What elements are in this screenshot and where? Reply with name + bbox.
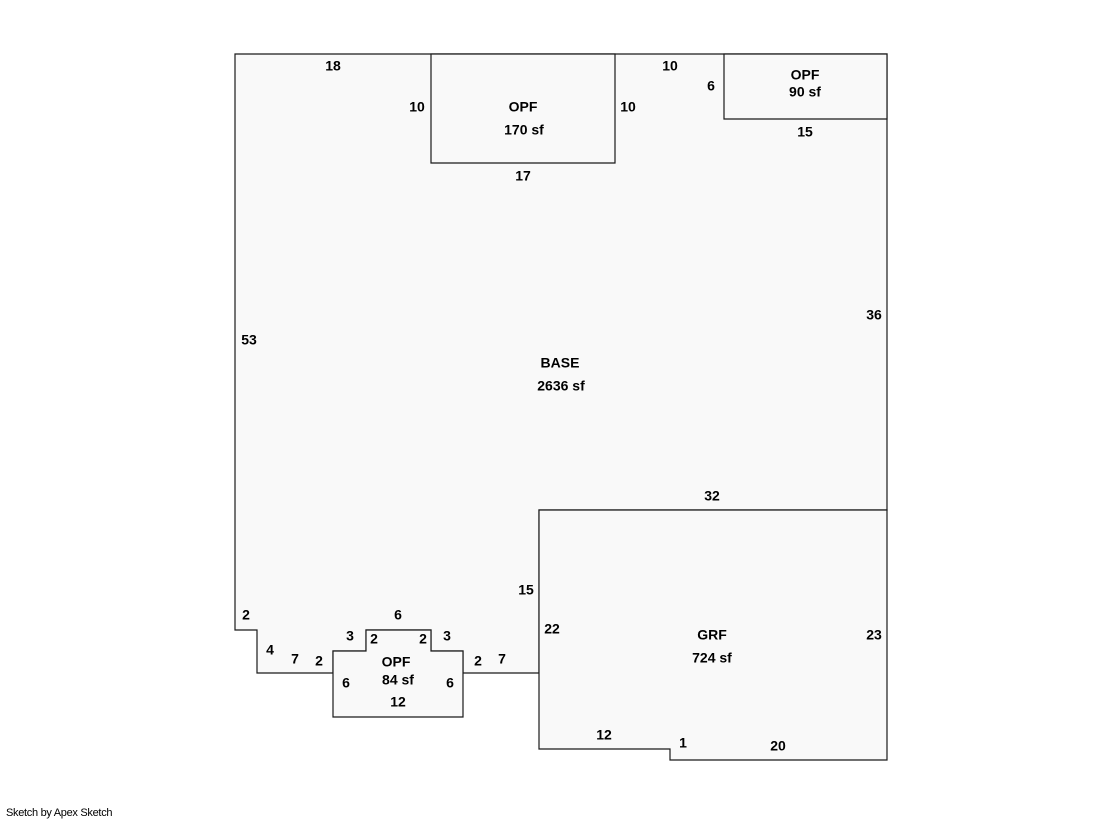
dim-opf-bottom-step-right-2: 2 [419,631,427,647]
dim-grf-jog: 1 [679,735,687,751]
opf-top-name-label: OPF [509,99,538,115]
dim-opf-top-bottom: 17 [515,168,531,184]
dim-opf-bottom-step-right-3: 3 [443,628,451,644]
dim-grf-left: 22 [544,621,560,637]
dim-opf-bottom-top: 6 [394,607,402,623]
dim-base-step-left: 2 [242,607,250,623]
dim-opf-bottom-step-left-3: 3 [346,628,354,644]
dim-base-bottom-2-left: 2 [315,653,323,669]
dim-opf-top-right: 10 [620,99,636,115]
dim-base-top-left: 18 [325,58,341,74]
opf-bottom-area [332,629,464,718]
dim-opf-bottom-bottom: 12 [390,694,406,710]
dim-grf-right: 23 [866,627,882,643]
grf-name-label: GRF [697,627,727,643]
dim-opf-bottom-step-left-2: 2 [370,631,378,647]
grf-area [538,509,888,761]
base-size-label: 2636 sf [537,378,585,394]
dim-base-bottom-7-left: 7 [291,651,299,667]
dim-opf-top-left: 10 [409,99,425,115]
dim-opf-bottom-left: 6 [342,675,350,691]
dim-opf-corner-bottom: 15 [797,124,813,140]
opf-corner-name-label: OPF [791,67,820,83]
dim-base-right: 36 [866,307,882,323]
opf-top-area [430,53,616,164]
opf-corner-area [723,53,888,120]
apex-sketch-credit: Sketch by Apex Sketch [6,807,113,819]
opf-bottom-name-label: OPF [382,654,411,670]
opf-bottom-size-label: 84 sf [382,672,414,688]
grf-size-label: 724 sf [692,650,732,666]
dim-base-bottom-2-right: 2 [474,653,482,669]
dim-base-left: 53 [241,332,257,348]
opf-corner-size-label: 90 sf [789,84,821,100]
base-name-label: BASE [541,355,580,371]
dim-opf-corner-top: 10 [662,58,678,74]
dim-grf-bottom-right: 20 [770,738,786,754]
dim-grf-top: 32 [704,488,720,504]
dim-base-step-4: 4 [266,642,274,658]
dim-opf-corner-left: 6 [707,78,715,94]
opf-top-size-label: 170 sf [504,122,544,138]
dim-base-to-grf-15: 15 [518,582,534,598]
dim-opf-bottom-right: 6 [446,675,454,691]
dim-grf-bottom-left: 12 [596,727,612,743]
dim-base-bottom-7-right: 7 [498,651,506,667]
